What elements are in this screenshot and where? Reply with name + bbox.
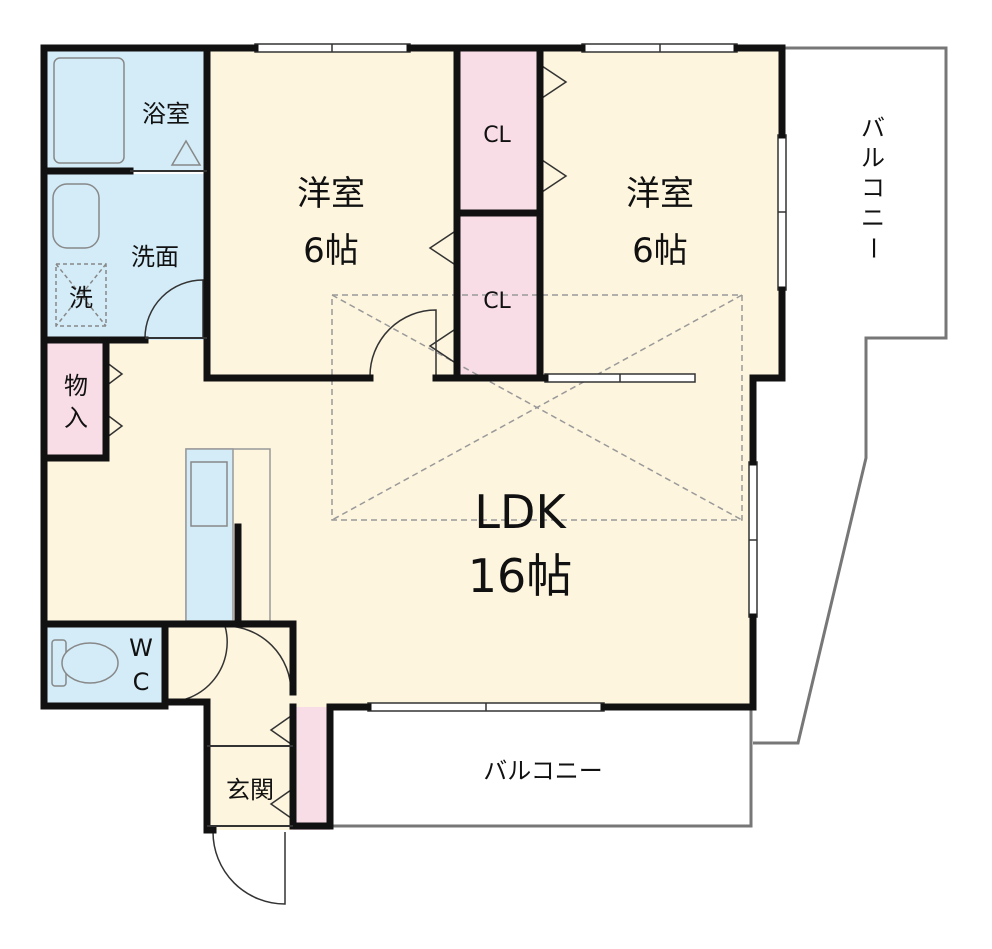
western1-door-swing [369, 309, 437, 377]
storage-door-mark-2 [105, 413, 124, 439]
western1-name: 洋室 [297, 174, 365, 214]
laundry-label: 洗 [69, 284, 93, 312]
closet2-label: CL [483, 289, 511, 314]
east-balcony-char-4: ニ [861, 204, 885, 232]
thin-walls [130, 170, 293, 827]
room-fills [44, 48, 782, 830]
storage-floor [44, 340, 106, 458]
fixtures [51, 57, 202, 687]
shoe-closet-floor [293, 707, 330, 830]
washer-pan [55, 263, 107, 327]
labels: 洋室 6帖 洋室 6帖 LDK 16帖 浴室 洗面 洗 物 入 CL CL W … [64, 100, 887, 804]
entrance-floor-cut [165, 702, 207, 830]
east-balcony-char-2: ル [861, 144, 885, 172]
western1-size: 6帖 [303, 231, 359, 271]
kitchen-sink [190, 461, 228, 527]
western2-name: 洋室 [626, 174, 694, 214]
ldk-size: 16帖 [468, 549, 573, 603]
east-balcony-char-3: コ [861, 174, 885, 202]
vanity-basin [52, 183, 100, 249]
closet-door-mark-1 [541, 65, 568, 99]
east-balcony-label: バ ル コ ニ ー [859, 114, 887, 260]
closet-door-mark-3 [428, 231, 455, 265]
washer-pan-diag-1 [55, 263, 107, 327]
south-balcony-label: バルコニー [483, 757, 603, 785]
shoe-closet-door-mark-2 [269, 789, 292, 819]
wc-label-1: W [129, 634, 153, 662]
closet-1-floor [457, 48, 540, 213]
bath-label: 浴室 [142, 100, 190, 128]
storage-label-2: 入 [64, 404, 88, 432]
entrance-label: 玄関 [226, 776, 274, 804]
bathtub [53, 57, 125, 164]
closet-door-mark-2 [541, 159, 568, 193]
toilet-bowl [61, 642, 119, 684]
western-room-2-floor [540, 48, 782, 378]
walls [40, 44, 786, 834]
washroom-label: 洗面 [131, 243, 179, 271]
bath-drain-mark [170, 139, 202, 166]
closet-door-mark-4 [428, 329, 455, 363]
washroom-door-swing [144, 279, 204, 339]
ldk-name: LDK [474, 485, 567, 539]
washer-pan-diag-2 [55, 263, 107, 327]
storage-door-mark-1 [105, 361, 124, 387]
east-balcony-char-5: ー [859, 236, 887, 260]
east-balcony-char-1: バ [861, 114, 885, 142]
shoe-closet-door-mark-1 [269, 715, 292, 745]
wc-label-2: C [133, 668, 150, 696]
storage-label-1: 物 [64, 372, 88, 400]
balcony-outlines [330, 46, 948, 828]
closet1-label: CL [483, 123, 511, 148]
western2-size: 6帖 [632, 231, 688, 271]
entrance-door-swing [212, 831, 286, 905]
